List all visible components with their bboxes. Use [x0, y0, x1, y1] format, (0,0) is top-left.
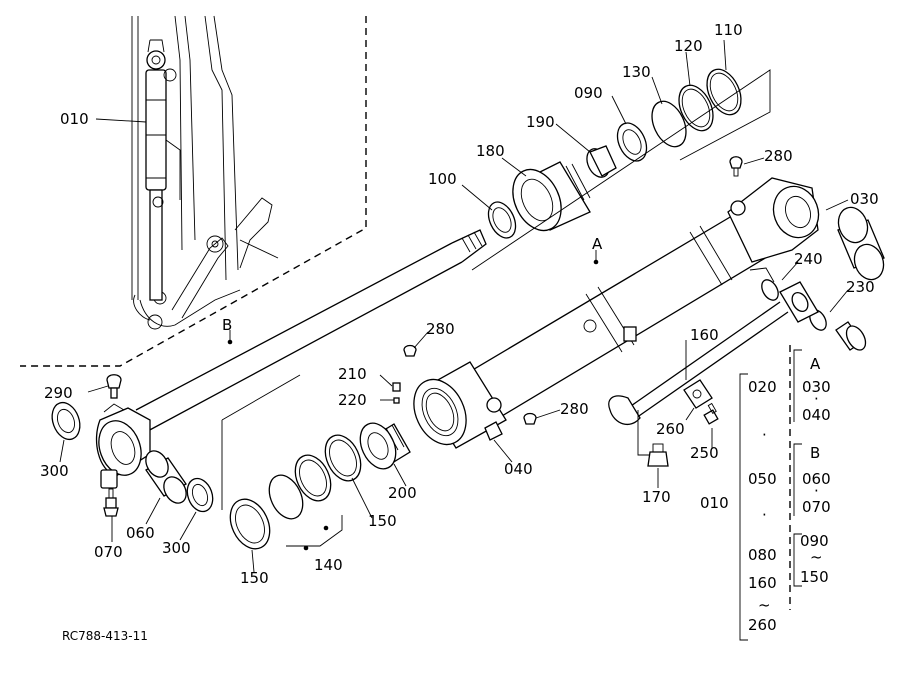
grease-nipple-290 — [106, 374, 122, 399]
grease-nipple-280-low — [523, 412, 537, 425]
label-180: 180 — [476, 142, 505, 160]
leader-dots — [227, 259, 599, 551]
key-col1-5: 160 — [748, 574, 777, 592]
plug-170 — [647, 443, 669, 467]
label-230: 230 — [846, 278, 875, 296]
ring-140-a — [268, 474, 304, 520]
label-220: 220 — [338, 391, 367, 409]
key-A-item-1: · — [814, 390, 819, 408]
label-200: 200 — [388, 484, 417, 502]
ring-110 — [706, 68, 742, 116]
dust-seal-300-right — [186, 477, 214, 513]
label-280-low: 280 — [560, 400, 589, 418]
key-A-item-0: 030 — [802, 378, 831, 396]
label-090: 090 — [574, 84, 603, 102]
label-110: 110 — [714, 21, 743, 39]
ring-140-b — [294, 454, 332, 502]
label-190: 190 — [526, 113, 555, 131]
bolt-250 — [703, 402, 719, 425]
assembly-key: 010 020 · 050 · 080 160 ~ 260 A 030 · 04… — [700, 349, 831, 641]
grease-nipple-280-mid — [403, 344, 417, 357]
label-300-left: 300 — [40, 462, 69, 480]
ring-120 — [678, 84, 714, 132]
label-150-right: 150 — [368, 512, 397, 530]
leader-lines — [59, 39, 849, 573]
label-280-mid: 280 — [426, 320, 455, 338]
document-code: RC788-413-11 — [62, 629, 148, 643]
ring-130 — [651, 100, 687, 148]
key-A-label: A — [810, 355, 821, 373]
label-300-right: 300 — [162, 539, 191, 557]
key-B-item-1: · — [814, 482, 819, 500]
label-150-left: 150 — [240, 569, 269, 587]
key-B-item-0: 060 — [802, 470, 831, 488]
part-labels: 010 100 180 190 090 130 120 110 280 030 … — [40, 21, 879, 587]
key-col1-1: · — [762, 426, 767, 444]
key-B-label: B — [810, 444, 820, 462]
label-130: 130 — [622, 63, 651, 81]
group-brackets — [221, 69, 775, 547]
setscrew-210 — [392, 382, 401, 392]
cylinder-head-180 — [512, 161, 591, 232]
key-range-2: 150 — [800, 568, 829, 586]
label-140: 140 — [314, 556, 343, 574]
label-120: 120 — [674, 37, 703, 55]
key-A-item-2: 040 — [802, 406, 831, 424]
plug-230 — [835, 321, 867, 351]
label-060: 060 — [126, 524, 155, 542]
key-assembly-010: 010 — [700, 494, 729, 512]
label-280-top: 280 — [764, 147, 793, 165]
label-170: 170 — [642, 488, 671, 506]
marker-B: B — [222, 316, 232, 334]
key-col1-6: ~ — [758, 596, 771, 614]
grease-nipple-070 — [103, 488, 119, 517]
key-range-1: ~ — [810, 548, 823, 566]
label-250: 250 — [690, 444, 719, 462]
piston-rod — [135, 229, 487, 433]
marker-A: A — [592, 235, 603, 253]
dust-seal-300-left — [51, 401, 81, 441]
key-range-0: 090 — [800, 532, 829, 550]
seal-090 — [616, 122, 648, 162]
grease-nipple-280-top — [729, 156, 743, 177]
seal-100 — [487, 201, 517, 239]
bushing-030 — [837, 206, 885, 281]
label-040: 040 — [504, 460, 533, 478]
key-col1-4: 080 — [748, 546, 777, 564]
pipe-160 — [608, 281, 819, 426]
label-010: 010 — [60, 110, 89, 128]
plug-040 — [484, 421, 503, 441]
seal-ring-150-left — [229, 498, 271, 550]
rod-end-eye — [95, 403, 151, 489]
bushing-190 — [586, 145, 617, 178]
cylinder-tube — [413, 177, 820, 449]
label-160: 160 — [690, 326, 719, 344]
bushing-060 — [145, 450, 187, 504]
label-030: 030 — [850, 190, 879, 208]
label-210: 210 — [338, 365, 367, 383]
machine-boom-illustration — [131, 15, 279, 330]
key-col1-7: 260 — [748, 616, 777, 634]
boundary-lines — [20, 16, 791, 610]
key-B-item-2: 070 — [802, 498, 831, 516]
label-070: 070 — [94, 543, 123, 561]
key-col1-2: 050 — [748, 470, 777, 488]
key-col1-0: 020 — [748, 378, 777, 396]
piston-200 — [359, 422, 411, 470]
key-col1-3: · — [762, 506, 767, 524]
label-100: 100 — [428, 170, 457, 188]
ball-220 — [393, 397, 400, 404]
label-240: 240 — [794, 250, 823, 268]
flange-260 — [683, 379, 713, 409]
label-260: 260 — [656, 420, 685, 438]
label-290: 290 — [44, 384, 73, 402]
